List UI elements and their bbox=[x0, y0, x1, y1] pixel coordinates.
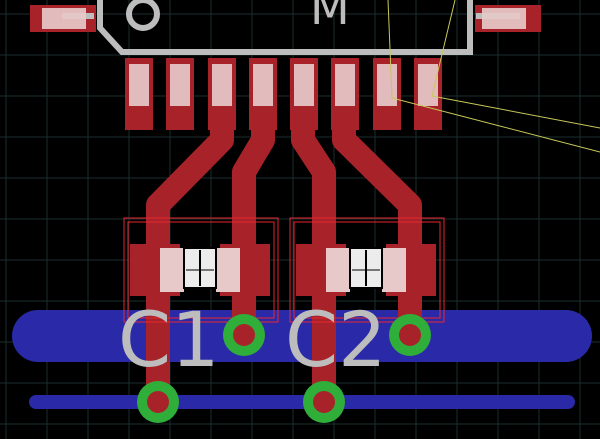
via-c1-bottom[interactable] bbox=[137, 381, 179, 423]
designator-c1[interactable]: C1 bbox=[118, 295, 219, 384]
designators: C1 C2 bbox=[118, 295, 386, 384]
c1-courtyard-inner bbox=[127, 221, 275, 319]
ic-label-fragment: M bbox=[310, 0, 350, 35]
capacitor-pads bbox=[130, 244, 436, 296]
paste-pad-5 bbox=[294, 64, 314, 106]
paste-pad-4 bbox=[253, 64, 273, 106]
ic-pads bbox=[30, 5, 541, 130]
paste-left-tab bbox=[42, 8, 86, 29]
designator-c2[interactable]: C2 bbox=[285, 295, 386, 384]
paste-pad-1 bbox=[129, 64, 149, 106]
c1-paste-1 bbox=[160, 248, 184, 292]
bottom-copper-layer bbox=[12, 310, 592, 409]
ic-pad-paste bbox=[42, 8, 526, 106]
paste-pad-3 bbox=[212, 64, 232, 106]
paste-pad-2 bbox=[170, 64, 190, 106]
airwire-1[interactable] bbox=[387, 0, 393, 99]
capacitor-outlines bbox=[123, 217, 445, 323]
via-c2-bottom[interactable] bbox=[303, 381, 345, 423]
paste-pad-7 bbox=[377, 64, 397, 106]
via-c1-top[interactable] bbox=[223, 314, 265, 356]
via-c2-top[interactable] bbox=[389, 314, 431, 356]
paste-pad-8 bbox=[418, 64, 438, 106]
ic-markings: M bbox=[126, 0, 350, 35]
c2-courtyard-inner bbox=[293, 221, 441, 319]
c2-paste-1 bbox=[326, 248, 350, 292]
c2-paste-2 bbox=[382, 248, 406, 292]
trace-pin4-c1[interactable] bbox=[232, 88, 275, 344]
c2-courtyard-outer bbox=[289, 217, 445, 323]
airwire-2[interactable] bbox=[431, 0, 456, 97]
pin1-marker-icon bbox=[126, 0, 160, 31]
c1-courtyard-outer bbox=[123, 217, 279, 323]
paste-pad-6 bbox=[335, 64, 355, 106]
paste-right-tab bbox=[482, 8, 526, 29]
vias bbox=[137, 314, 431, 423]
c1-paste-2 bbox=[216, 248, 240, 292]
airwire-3[interactable] bbox=[391, 97, 600, 153]
ratsnest-lines bbox=[387, 0, 600, 153]
ic-body-outline[interactable] bbox=[97, 0, 473, 55]
airwire-4[interactable] bbox=[431, 95, 600, 129]
